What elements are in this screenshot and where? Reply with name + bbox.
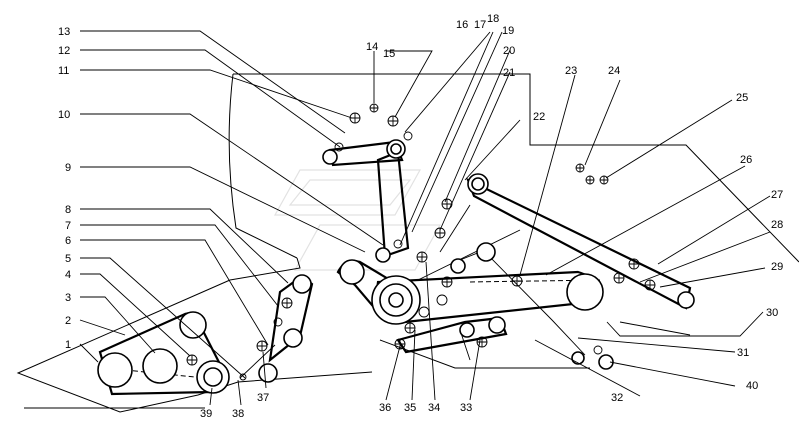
callout-21: 21 — [503, 67, 515, 79]
callout-24: 24 — [608, 65, 620, 77]
callout-37: 37 — [257, 392, 269, 404]
callout-3: 3 — [65, 292, 71, 304]
callout-9: 9 — [65, 162, 71, 174]
machine-outline — [16, 73, 799, 413]
callout-4: 4 — [65, 269, 71, 281]
callout-33: 33 — [460, 402, 472, 414]
callout-6: 6 — [65, 235, 71, 247]
callout-30: 30 — [766, 307, 778, 319]
callout-25: 25 — [736, 92, 748, 104]
callout-14: 14 — [366, 41, 378, 53]
callout-18: 18 — [487, 13, 499, 25]
callout-13: 13 — [58, 26, 70, 38]
callout-22: 22 — [533, 111, 545, 123]
callout-32: 32 — [611, 392, 623, 404]
callout-1: 1 — [65, 339, 71, 351]
pulleys — [97, 139, 695, 394]
callout-23: 23 — [565, 65, 577, 77]
callout-40: 40 — [746, 380, 758, 392]
callout-35: 35 — [404, 402, 416, 414]
callout-20: 20 — [503, 45, 515, 57]
callout-2: 2 — [65, 315, 71, 327]
leader-lines — [24, 30, 771, 409]
callout-17: 17 — [474, 19, 486, 31]
watermark-logo — [273, 169, 442, 271]
callout-26: 26 — [740, 154, 752, 166]
callout-28: 28 — [771, 219, 783, 231]
callout-labels: 13 12 11 10 9 8 7 6 5 4 3 2 1 14 15 16 1… — [58, 13, 783, 420]
callout-38: 38 — [232, 408, 244, 420]
callout-15: 15 — [383, 48, 395, 60]
callout-12: 12 — [58, 45, 70, 57]
callout-16: 16 — [456, 19, 468, 31]
callout-8: 8 — [65, 204, 71, 216]
shaft-markers — [186, 103, 656, 381]
callout-19: 19 — [502, 25, 514, 37]
callout-34: 34 — [428, 402, 440, 414]
callout-31: 31 — [737, 347, 749, 359]
callout-29: 29 — [771, 261, 783, 273]
callout-7: 7 — [65, 220, 71, 232]
callout-36: 36 — [379, 402, 391, 414]
callout-5: 5 — [65, 253, 71, 265]
callout-27: 27 — [771, 189, 783, 201]
callout-10: 10 — [58, 109, 70, 121]
callout-39: 39 — [200, 408, 212, 420]
callout-11: 11 — [58, 65, 69, 77]
